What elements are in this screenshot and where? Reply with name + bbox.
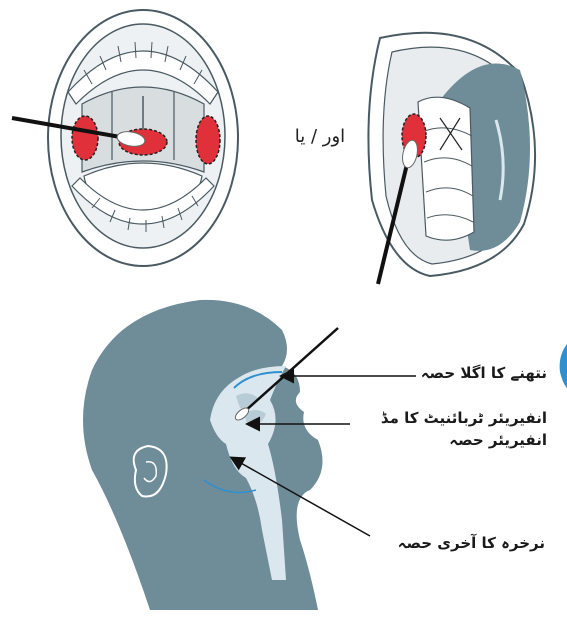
head-profile xyxy=(83,300,323,610)
head-silhouette xyxy=(83,300,323,610)
label-turbinate-line2: انفیریئر حصہ xyxy=(449,431,547,449)
left-tonsil-sample-area xyxy=(72,116,98,160)
label-anterior-nares: نتھنے کا اگلا حصہ xyxy=(421,364,547,382)
edge-marker xyxy=(560,344,567,388)
open-mouth-side-view xyxy=(368,33,535,284)
open-mouth-front-view xyxy=(12,10,238,266)
and-or-connector: اور / یا xyxy=(295,126,345,147)
right-tonsil-sample-area xyxy=(196,116,220,164)
label-nasopharynx: نرخرہ کا آخری حصہ xyxy=(398,534,545,552)
label-turbinate-line1: انفیریئر ٹربائنیٹ کا مڈ xyxy=(381,409,547,427)
